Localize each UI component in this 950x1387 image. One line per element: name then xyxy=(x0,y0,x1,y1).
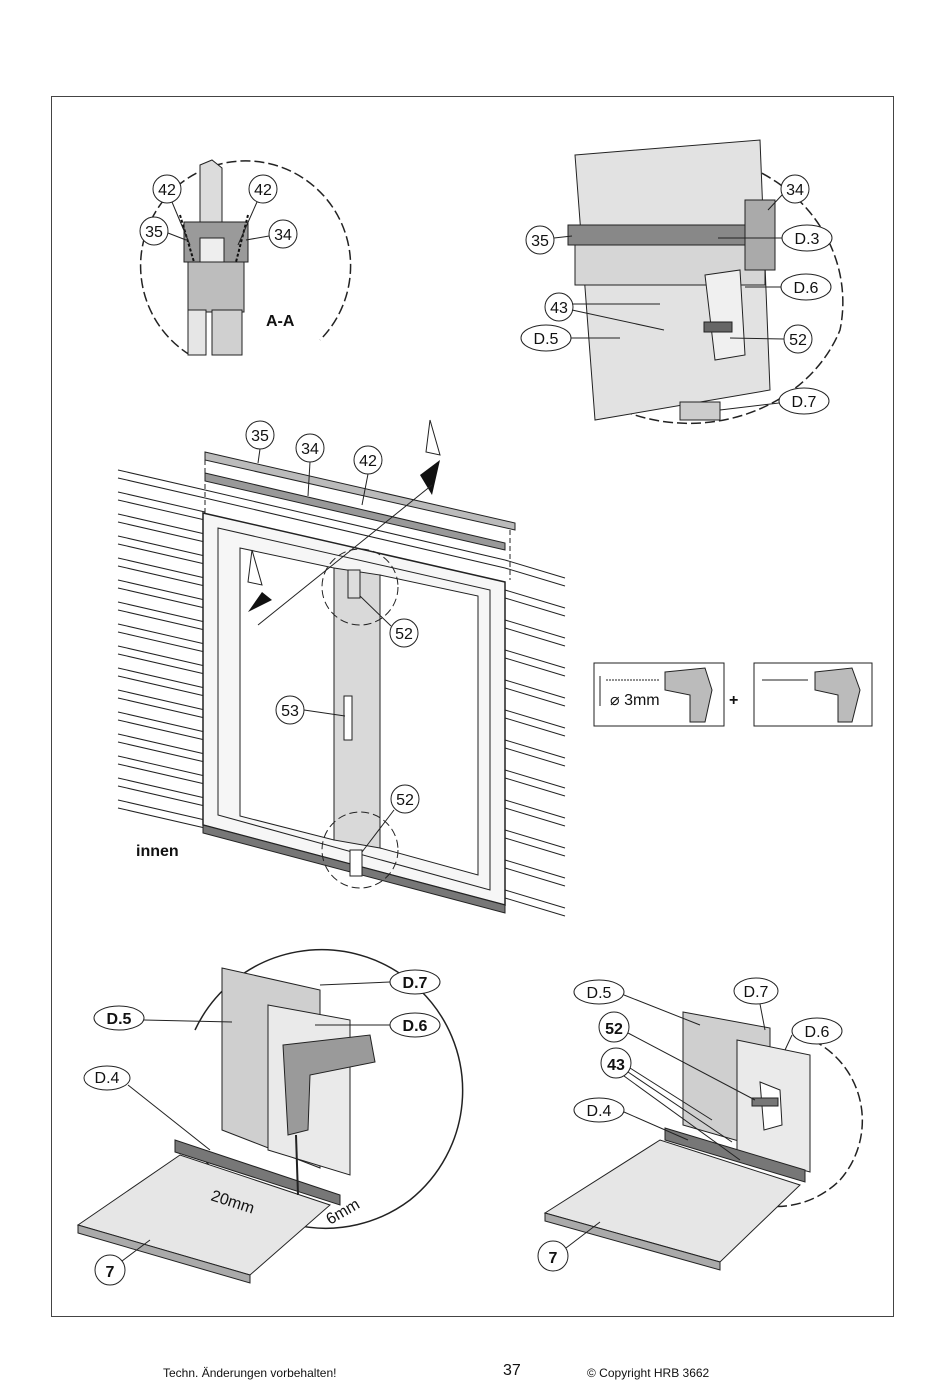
callout-35-b: 35 xyxy=(525,225,573,255)
svg-text:D.3: D.3 xyxy=(795,231,820,248)
callout-43-top: 43 xyxy=(544,292,665,331)
label-d6-top: D.6 xyxy=(745,273,832,301)
footer-disclaimer: Techn. Änderungen vorbehalten! xyxy=(163,1366,337,1380)
footer-copyright: © Copyright HRB 3662 xyxy=(587,1366,710,1380)
callout-52-br: 52 xyxy=(598,1011,756,1101)
label-d6-bl: D.6 xyxy=(315,1012,441,1038)
drill-box-screw xyxy=(753,662,873,727)
section-markers xyxy=(247,419,441,626)
bottom-left-detail: 20mm 6mm xyxy=(76,948,464,1284)
svg-text:D.6: D.6 xyxy=(403,1018,428,1035)
callout-35-a: 35 xyxy=(139,216,187,246)
callout-34-main: 34 xyxy=(295,433,325,497)
svg-text:35: 35 xyxy=(251,428,269,445)
svg-text:D.7: D.7 xyxy=(744,984,769,1001)
callout-34-a: 34 xyxy=(245,219,298,249)
callout-43-br: 43 xyxy=(600,1047,741,1161)
callout-35-main: 35 xyxy=(245,420,275,464)
label-d4-br: D.4 xyxy=(573,1097,689,1141)
label-d5-top: D.5 xyxy=(520,324,620,352)
label-d7-br: D.7 xyxy=(733,977,779,1031)
detail-a-a: A-A xyxy=(139,159,352,356)
svg-text:52: 52 xyxy=(605,1021,623,1038)
svg-text:52: 52 xyxy=(396,792,414,809)
page-number: 37 xyxy=(503,1362,521,1379)
svg-text:34: 34 xyxy=(301,441,319,458)
svg-text:D.4: D.4 xyxy=(587,1103,612,1120)
label-d7-bl: D.7 xyxy=(319,969,441,995)
callout-52-upper: 52 xyxy=(359,595,419,648)
svg-text:7: 7 xyxy=(549,1250,558,1267)
svg-text:34: 34 xyxy=(786,182,804,199)
callout-42-right: 42 xyxy=(237,174,278,246)
section-label: A-A xyxy=(266,313,295,330)
top-rails xyxy=(204,451,516,580)
callout-7-bl: 7 xyxy=(94,1239,151,1286)
svg-text:D.6: D.6 xyxy=(794,280,819,297)
innen-label: innen xyxy=(136,843,179,860)
svg-text:35: 35 xyxy=(145,224,163,241)
label-d5-bl: D.5 xyxy=(93,1005,233,1031)
svg-text:35: 35 xyxy=(531,233,549,250)
drill-bit-label: ⌀ 3mm xyxy=(610,692,660,709)
top-right-detail xyxy=(567,139,844,425)
svg-text:D.7: D.7 xyxy=(403,975,428,992)
bottom-right-detail xyxy=(543,1011,864,1271)
svg-text:42: 42 xyxy=(158,182,176,199)
callout-52-lower: 52 xyxy=(361,784,420,853)
callout-42-left: 42 xyxy=(152,174,191,246)
svg-text:52: 52 xyxy=(789,332,807,349)
label-d3: D.3 xyxy=(718,224,833,252)
callout-34-b: 34 xyxy=(767,174,810,211)
svg-text:42: 42 xyxy=(254,182,272,199)
drill-box-predrill: ⌀ 3mm xyxy=(593,662,725,727)
callout-52-top: 52 xyxy=(729,324,813,354)
label-d5-br: D.5 xyxy=(573,979,701,1026)
svg-text:D.6: D.6 xyxy=(805,1024,830,1041)
svg-text:43: 43 xyxy=(550,300,568,317)
svg-text:53: 53 xyxy=(281,703,299,720)
callout-42-main: 42 xyxy=(353,445,383,506)
svg-text:52: 52 xyxy=(395,626,413,643)
svg-text:D.5: D.5 xyxy=(534,331,559,348)
door-frame xyxy=(202,512,506,914)
svg-text:42: 42 xyxy=(359,453,377,470)
label-d7-top: D.7 xyxy=(719,387,830,415)
plus-sign: + xyxy=(729,692,738,709)
svg-text:34: 34 xyxy=(274,227,292,244)
callout-53: 53 xyxy=(275,695,346,725)
drawing-frame xyxy=(51,96,894,1317)
svg-text:D.7: D.7 xyxy=(792,394,817,411)
label-d6-br: D.6 xyxy=(784,1017,843,1051)
svg-text:43: 43 xyxy=(607,1057,625,1074)
svg-text:D.5: D.5 xyxy=(587,985,612,1002)
label-d4-bl: D.4 xyxy=(83,1065,211,1151)
svg-text:D.4: D.4 xyxy=(95,1070,120,1087)
wall-siding xyxy=(117,469,566,917)
svg-text:7: 7 xyxy=(106,1264,115,1281)
svg-text:D.5: D.5 xyxy=(107,1011,132,1028)
callout-7-br: 7 xyxy=(537,1221,601,1272)
